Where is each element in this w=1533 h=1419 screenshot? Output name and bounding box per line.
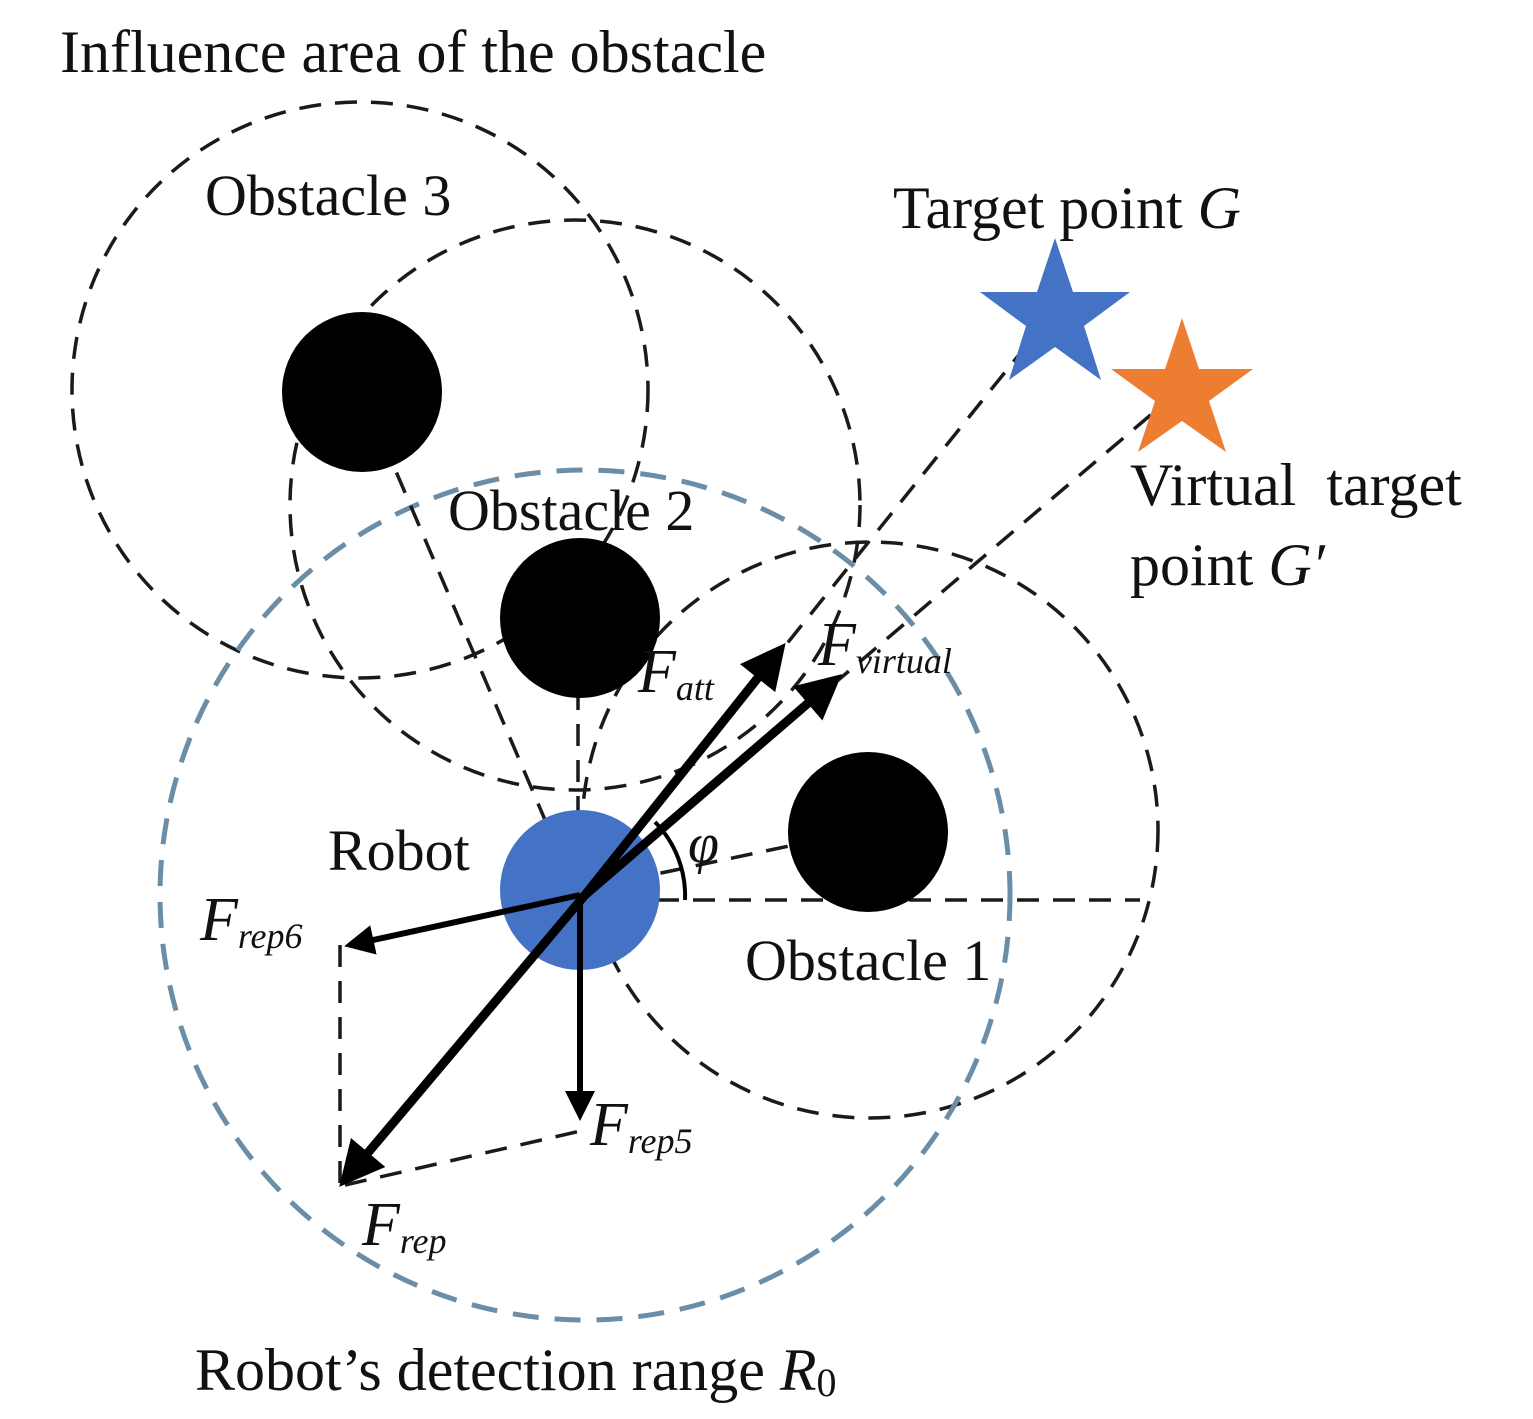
f-att-main: F [637, 638, 677, 706]
angle-phi-arc [653, 820, 688, 901]
force-arrow-rep6 [344, 892, 581, 955]
influence-circle-obstacle-3 [70, 100, 650, 680]
force-arrow-virtual [582, 674, 842, 899]
obstacle-1 [788, 752, 948, 912]
influence-circle-obstacle-2 [288, 218, 862, 792]
f-att-label: Fatt [637, 638, 715, 708]
f-att-sub: att [676, 668, 715, 708]
force-arrow-rep [339, 892, 589, 1187]
detection-range-text: Robot’s detection range [195, 1337, 780, 1403]
line-robot-obstacle-3 [360, 391, 577, 891]
target-point-text: Target point [893, 175, 1198, 241]
virtual-target-text: point [1130, 532, 1268, 598]
f-virtual-main: F [817, 611, 857, 679]
detection-range-circle [157, 467, 1013, 1323]
f-rep-main: F [361, 1191, 401, 1259]
f-rep5-main: F [589, 1091, 629, 1159]
virtual-target-label-line1: Virtual target [1130, 452, 1462, 518]
obstacle-1-label: Obstacle 1 [745, 928, 991, 993]
f-virtual-sub: virtual [856, 641, 952, 681]
influence-area-label: Influence area of the obstacle [60, 19, 766, 85]
obstacle-2 [500, 538, 660, 698]
f-rep-sub: rep [400, 1221, 447, 1261]
f-rep5-sub: rep5 [628, 1121, 693, 1161]
obstacle-3-label: Obstacle 3 [205, 163, 451, 228]
robot-label: Robot [328, 818, 470, 883]
target-star [980, 238, 1130, 380]
line-robot-virtual-target [583, 388, 1182, 897]
f-rep6-sub: rep6 [238, 916, 303, 956]
f-rep-label: Frep [361, 1191, 447, 1261]
force-arrow-att [581, 642, 786, 898]
phi-label: φ [688, 813, 719, 875]
f-rep6-label: Frep6 [199, 886, 303, 956]
virtual-target-star [1111, 318, 1253, 452]
virtual-target-label-line2: point G′ [1130, 532, 1326, 598]
obstacle-2-label: Obstacle 2 [448, 478, 694, 543]
detection-range-symbol: R [779, 1337, 817, 1403]
obstacle-3 [282, 312, 442, 472]
f-virtual-label: Fvirtual [817, 611, 952, 681]
target-point-label: Target point G [893, 175, 1241, 241]
f-rep6-main: F [199, 886, 239, 954]
detection-range-label: Robot’s detection range R0 [195, 1337, 837, 1405]
virtual-target-symbol: G′ [1268, 532, 1325, 598]
target-point-symbol: G [1198, 175, 1241, 241]
detection-range-sub: 0 [817, 1360, 837, 1405]
f-rep5-label: Frep5 [589, 1091, 693, 1161]
